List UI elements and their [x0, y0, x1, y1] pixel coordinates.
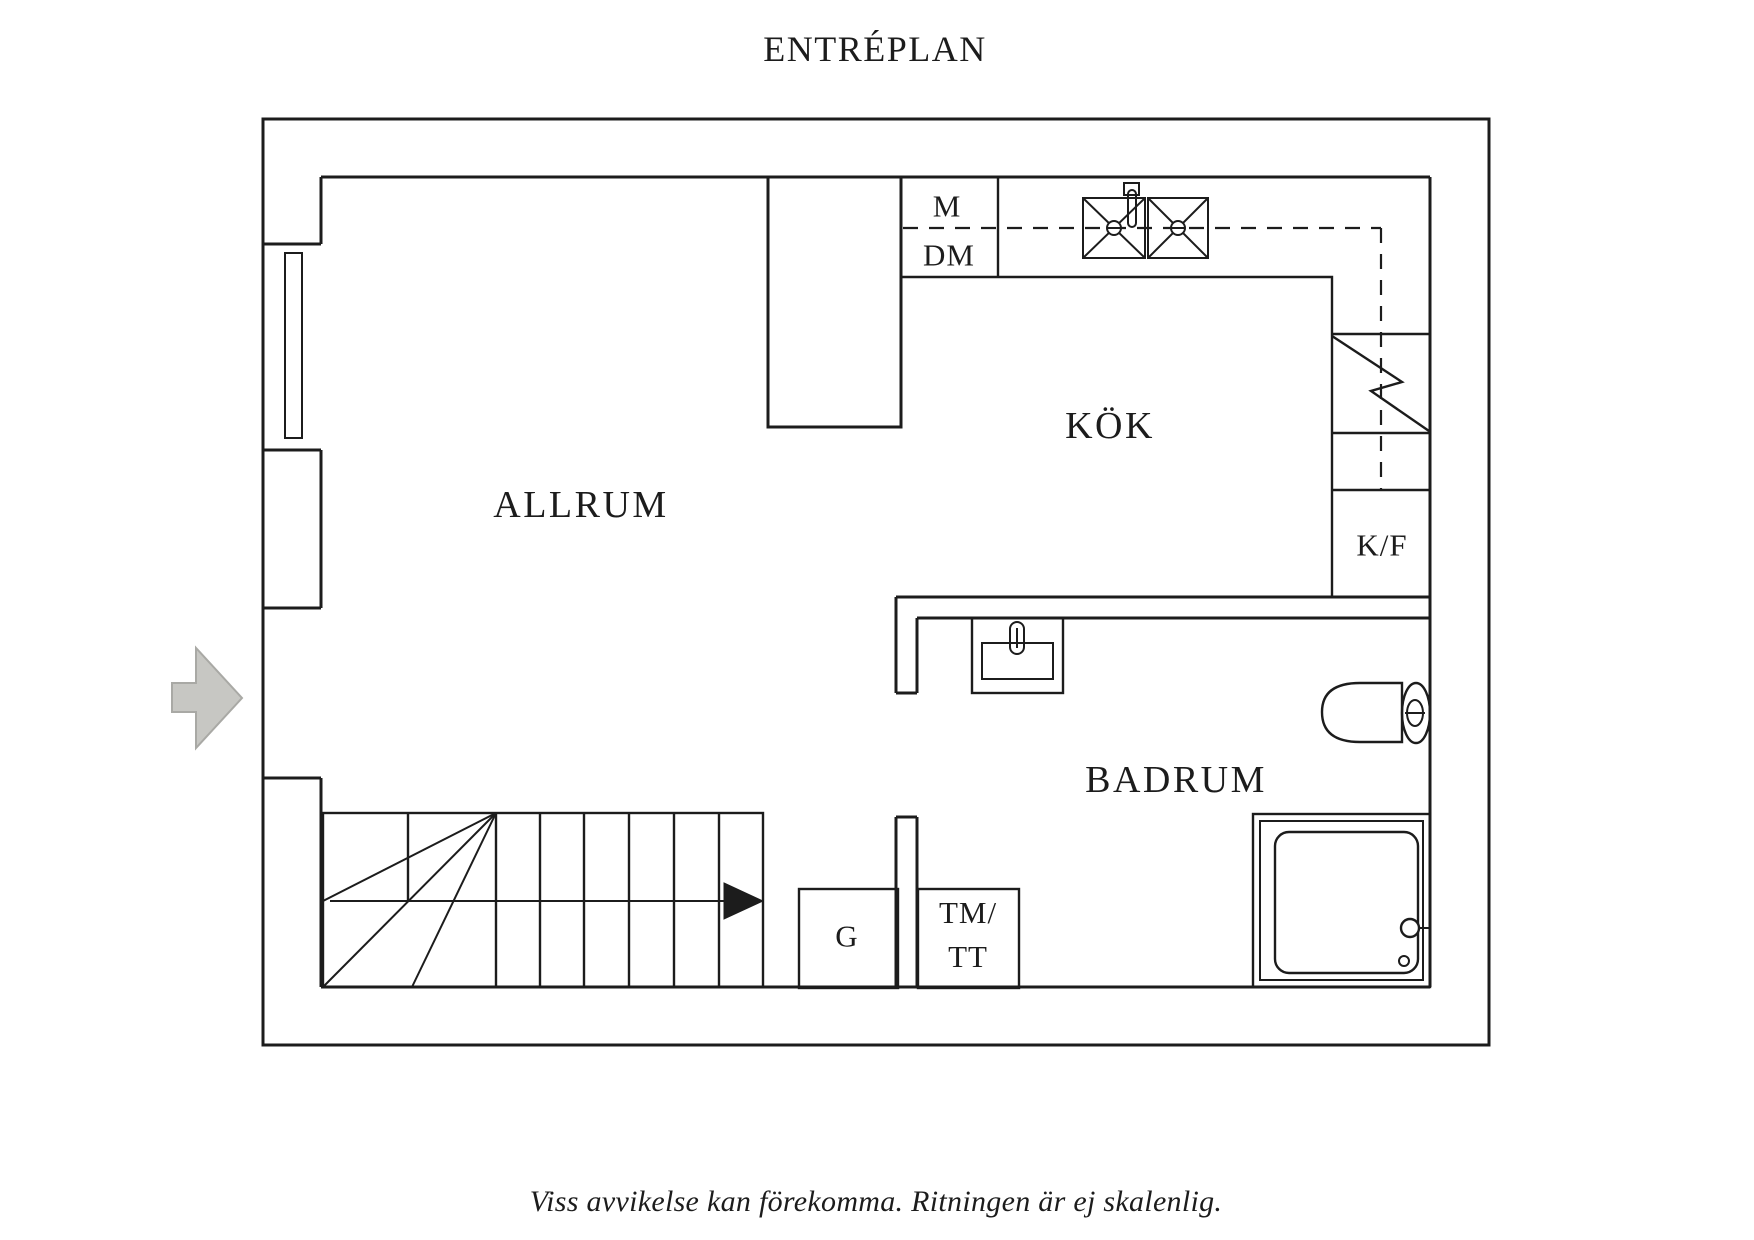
interior-walls	[263, 175, 1432, 989]
disclaimer-text: Viss avvikelse kan förekomma. Ritningen …	[529, 1185, 1223, 1218]
appliance-label-wardrobe: G	[835, 918, 859, 954]
appliance-label-dishwasher: DM	[923, 237, 975, 273]
dryer-line: TT	[948, 939, 988, 974]
toilet-icon	[1320, 681, 1432, 745]
appliance-label-microwave: M	[932, 188, 962, 224]
entrance-arrow-icon	[171, 645, 244, 751]
window-icon	[284, 252, 303, 439]
shower-icon	[1251, 812, 1432, 989]
appliance-label-fridge-freezer: K/F	[1356, 527, 1408, 563]
room-label-kok: KÖK	[1065, 405, 1155, 447]
page-title: ENTRÉPLAN	[763, 29, 987, 69]
stair-direction-arrow-icon	[723, 882, 765, 920]
kitchen-sink-icon	[1082, 182, 1209, 259]
counter-dashed-lines	[903, 226, 1383, 490]
room-label-allrum: ALLRUM	[493, 484, 669, 526]
room-label-badrum: BADRUM	[1085, 759, 1267, 801]
staircase	[321, 811, 765, 989]
bathroom-sink-icon	[970, 616, 1065, 695]
kitchen-faucet-icon	[1123, 182, 1140, 228]
washer-line: TM/	[938, 895, 998, 930]
appliance-label-washer-dryer: TM/ TT	[939, 891, 997, 979]
outer-walls	[261, 117, 1491, 1047]
closet-block	[766, 177, 903, 429]
tall-cabinet-icon	[1331, 334, 1430, 432]
wardrobe-box	[797, 887, 900, 990]
laundry-box	[916, 887, 1021, 990]
